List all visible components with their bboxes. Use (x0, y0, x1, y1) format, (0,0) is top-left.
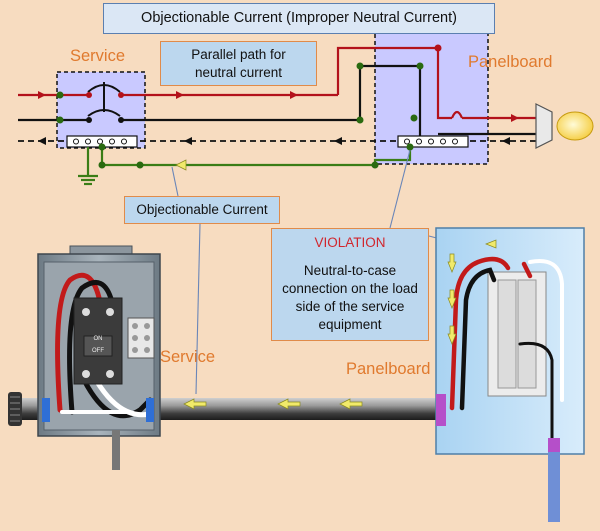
service-wiring (55, 272, 153, 419)
panelboard-enclosure (435, 227, 585, 455)
equipment-ground-path (78, 147, 412, 186)
conduit-current-arrows (183, 398, 363, 410)
service-neutral-terminal (127, 317, 155, 359)
panelboard-wiring (449, 256, 564, 442)
parallel-path-callout: Parallel path for neutral current (160, 41, 317, 86)
violation-title: VIOLATION (314, 235, 386, 250)
service-lock-nut-right (146, 398, 154, 422)
panelboard-bottom-fitting (548, 438, 560, 452)
diagram-title: Objectionable Current (Improper Neutral … (103, 3, 495, 34)
panelboard-label-top: Panelboard (468, 53, 553, 71)
violation-line-4: equipment (318, 317, 382, 332)
violation-callout: VIOLATION Neutral-to-case connection on … (271, 228, 429, 341)
objectionable-current-callout: Objectionable Current (124, 196, 280, 224)
panelboard-connector (436, 394, 446, 426)
service-lock-nut-left (42, 398, 50, 422)
main-disconnect-switch (87, 82, 121, 117)
service-label-bottom: Service (160, 348, 216, 366)
panelboard-bottom-conduit (548, 452, 560, 522)
panelboard-neutral-bar (397, 135, 469, 148)
panelboard-label-bottom: Panelboard (346, 360, 431, 378)
service-breaker: ON OFF (73, 297, 123, 385)
hot-conductor (18, 46, 540, 120)
parallel-path-line-2: neutral current (194, 65, 283, 80)
violation-line-2: connection on the load (282, 281, 418, 296)
breaker-on-label: ON (94, 336, 103, 342)
breaker-off-label: OFF (92, 348, 104, 354)
parallel-path-line-1: Parallel path for (191, 47, 286, 62)
connection-dots (56, 62, 424, 169)
violation-line-1: Neutral-to-case (303, 263, 397, 278)
current-flow-arrows (38, 91, 519, 171)
violation-line-3: side of the service (295, 299, 405, 314)
conduit-end-fitting (8, 392, 22, 426)
panelboard-current-arrows (447, 239, 497, 345)
lamp-icon (535, 103, 594, 149)
service-label-top: Service (70, 47, 126, 65)
